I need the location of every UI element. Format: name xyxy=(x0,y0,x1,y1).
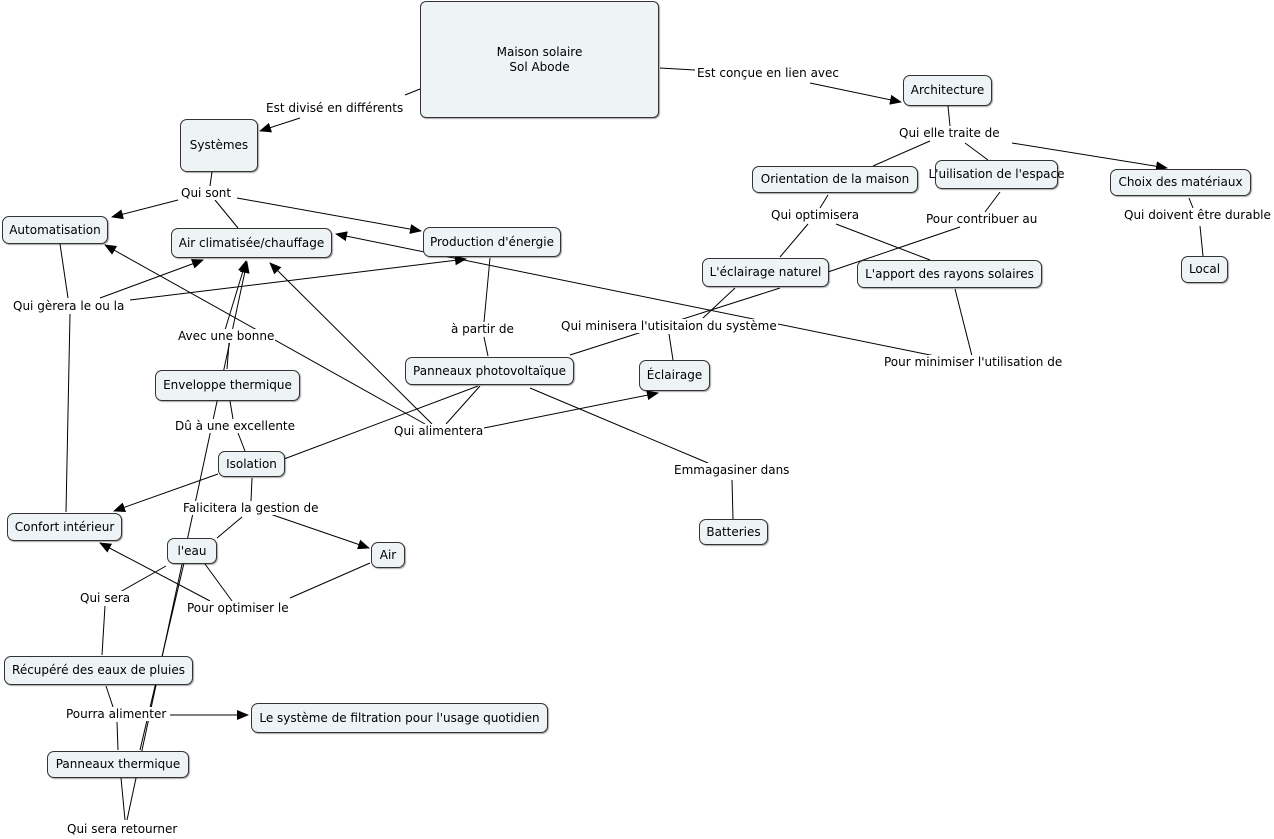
link-label-retourner: Qui sera retourner xyxy=(66,822,179,836)
node-eclairage-naturel[interactable]: L'éclairage naturel xyxy=(702,258,829,287)
node-recupere-eaux[interactable]: Récupéré des eaux de pluies xyxy=(4,656,193,685)
edge-durable-local xyxy=(1199,225,1204,257)
edge-falicitera-air xyxy=(269,513,370,550)
link-label-contribuer: Pour contribuer au xyxy=(925,212,1039,226)
link-label-qui-sont: Qui sont xyxy=(180,186,233,200)
node-panneaux-thermique[interactable]: Panneaux thermique xyxy=(47,751,189,778)
node-architecture[interactable]: Architecture xyxy=(903,75,992,106)
link-label-durable: Qui doivent être durable xyxy=(1123,208,1272,222)
edge-pourra-thermique xyxy=(116,721,119,751)
edge-divise-systemes xyxy=(259,117,301,133)
edge-materiaux-durable xyxy=(1188,197,1194,209)
node-eclairage[interactable]: Éclairage xyxy=(639,360,710,391)
link-label-minimiser: Pour minimiser l'utilisation de xyxy=(883,355,1064,369)
node-orientation-maison[interactable]: Orientation de la maison xyxy=(752,166,918,193)
link-label-qui-optimisera: Qui optimisera xyxy=(770,208,861,222)
node-production-energie[interactable]: Production d'énergie xyxy=(423,227,561,257)
edge-bonne-air xyxy=(224,260,248,331)
link-label-alimentera: Qui alimentera xyxy=(393,424,485,438)
edge-pv-alimentera xyxy=(445,385,481,425)
edge-eclnat-minisera xyxy=(702,287,736,319)
edge-production-apartir xyxy=(483,257,491,323)
node-local[interactable]: Local xyxy=(1181,256,1228,283)
link-label-gerera: Qui gèrera le ou la xyxy=(12,299,126,313)
link-label-excellente: Dû à une excellente xyxy=(174,419,297,433)
edge-traite-orientation xyxy=(872,140,931,167)
edge-architecture-traite xyxy=(947,105,951,127)
node-systemes[interactable]: Systèmes xyxy=(180,119,258,172)
node-enveloppe-thermique[interactable]: Enveloppe thermique xyxy=(155,370,300,401)
edge-apartir-pv xyxy=(483,336,489,357)
edge-eau-quisera xyxy=(119,565,167,593)
node-panneaux-pv[interactable]: Panneaux photovoltaïque xyxy=(405,357,574,385)
link-label-a-partir: à partir de xyxy=(450,322,515,336)
edge-concue-architecture xyxy=(809,82,902,105)
edge-pv-emmagasiner xyxy=(529,387,709,464)
edge-falicitera-eau xyxy=(216,516,243,539)
edge-gerera-confort xyxy=(65,313,71,513)
edge-alimentera-eclairage xyxy=(483,390,659,429)
edge-contribuer-eclnat xyxy=(827,226,961,273)
node-confort-interieur[interactable]: Confort intérieur xyxy=(7,513,122,541)
edge-isolation-excellente xyxy=(237,432,246,452)
link-label-bonne: Avec une bonne xyxy=(177,329,276,343)
edge-excellente-enveloppe xyxy=(229,400,234,420)
edge-alimentera-air xyxy=(269,262,433,425)
edge-isolation-falicitera xyxy=(250,477,253,502)
edge-eau-optimiser xyxy=(204,563,233,602)
node-choix-materiaux[interactable]: Choix des matériaux xyxy=(1110,169,1251,196)
edge-optimisera-apport xyxy=(835,223,931,261)
node-batteries[interactable]: Batteries xyxy=(699,519,768,545)
edge-traite-materiaux xyxy=(1011,142,1168,172)
edge-optimisera-eclnat xyxy=(779,223,809,258)
link-label-pourra: Pourra alimenter xyxy=(65,707,168,721)
edge-gerera-production xyxy=(129,255,467,301)
edge-isolation-confort xyxy=(113,473,219,513)
edge-maison-concue xyxy=(659,67,696,71)
node-utilisation-espace[interactable]: L'uilisation de l'espace xyxy=(928,160,1065,189)
edge-air-optimiser xyxy=(289,562,371,599)
node-eau[interactable]: l'eau xyxy=(167,538,217,564)
link-label-falicitera: Falicitera la gestion de xyxy=(182,501,320,515)
node-maison-line2: Sol Abode xyxy=(509,59,570,74)
edge-pv-confort xyxy=(283,385,479,460)
edge-orientation-optimisera xyxy=(819,194,829,209)
edge-minisera-eclairage xyxy=(668,333,674,361)
edge-emmagasiner-batteries xyxy=(731,479,734,520)
edge-quisont-automatisation xyxy=(111,199,179,220)
edge-recupere-pourra xyxy=(105,685,114,708)
node-automatisation[interactable]: Automatisation xyxy=(2,216,108,244)
edge-gerera-air xyxy=(99,259,204,299)
node-systeme-filtration[interactable]: Le système de filtration pour l'usage qu… xyxy=(251,703,548,733)
edge-quisont-air xyxy=(214,199,239,229)
edge-espace-contribuer xyxy=(984,191,1001,213)
node-air-climatisee[interactable]: Air climatisée/chauffage xyxy=(171,228,332,258)
edge-thermique-retourner-a xyxy=(120,777,126,821)
node-air[interactable]: Air xyxy=(371,542,405,568)
link-label-divise: Est divisé en différents xyxy=(265,101,405,115)
node-maison-solaire[interactable]: Maison solaire Sol Abode xyxy=(420,1,659,118)
edge-automatisation-gerera xyxy=(59,243,69,299)
edge-maison-divise xyxy=(404,88,421,96)
node-apport-rayons[interactable]: L'apport des rayons solaires xyxy=(857,260,1042,288)
edge-systemes-quisont xyxy=(209,171,213,187)
link-label-qui-sera: Qui sera xyxy=(79,591,132,605)
edge-quisont-production xyxy=(236,197,422,234)
edge-traite-espace xyxy=(964,142,989,161)
link-label-minisera: Qui minisera l'utisitaion du système xyxy=(560,319,778,333)
edge-apport-minimiser xyxy=(954,288,973,357)
link-label-qui-traite: Qui elle traite de xyxy=(898,126,1001,140)
link-label-optimiser: Pour optimiser le xyxy=(186,601,290,615)
link-label-concue: Est conçue en lien avec xyxy=(696,66,841,80)
node-maison-line1: Maison solaire xyxy=(496,44,583,59)
edge-quisera-recupere xyxy=(101,605,106,656)
node-isolation[interactable]: Isolation xyxy=(218,451,285,477)
link-label-emmagasiner: Emmagasiner dans xyxy=(673,463,791,477)
